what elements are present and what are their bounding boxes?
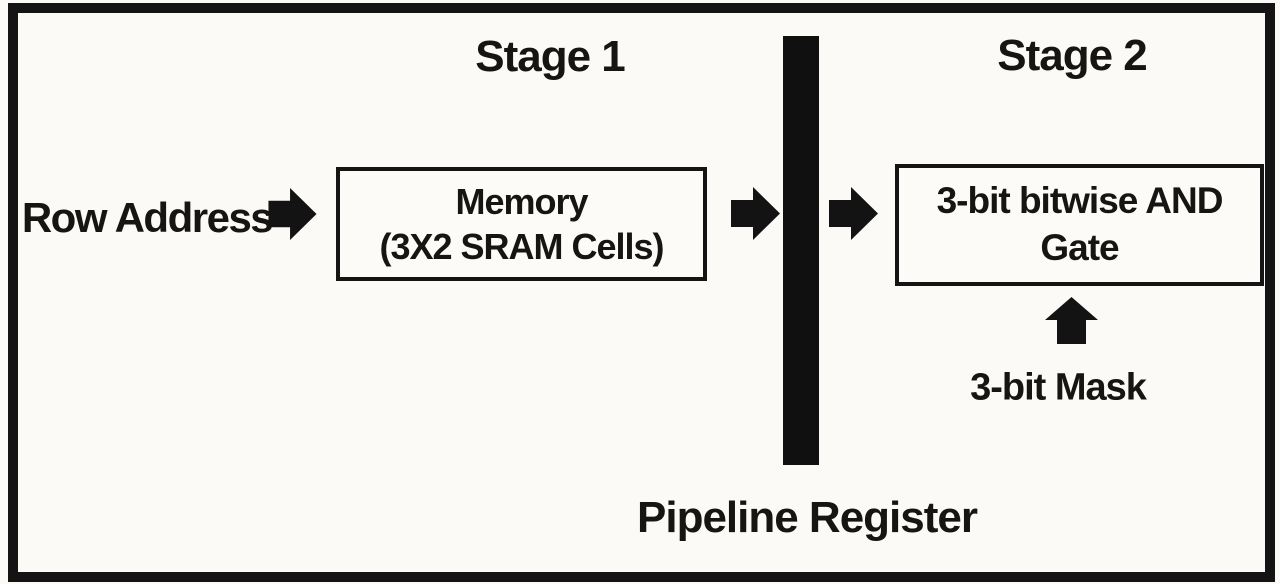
arrow-right-icon — [731, 187, 780, 240]
and-gate-box-line1: 3-bit bitwise AND — [936, 180, 1224, 222]
mask-label: 3-bit Mask — [970, 366, 1147, 409]
arrow-up-icon — [1045, 297, 1098, 344]
arrow-right-icon — [268, 188, 317, 240]
arrow-right-icon — [829, 187, 878, 240]
outer-frame — [8, 3, 1275, 582]
row-address-label: Row Address — [21, 194, 274, 241]
stage1-label: Stage 1 — [475, 32, 626, 81]
memory-box-line2: (3X2 SRAM Cells) — [379, 226, 664, 267]
pipeline-register-label: Pipeline Register — [636, 493, 978, 542]
stage2-label: Stage 2 — [997, 31, 1148, 80]
memory-box: Memory (3X2 SRAM Cells) — [336, 167, 707, 281]
and-gate-box: 3-bit bitwise AND Gate — [895, 164, 1264, 286]
pipeline-register-bar — [783, 36, 819, 465]
and-gate-box-line2: Gate — [1040, 227, 1119, 268]
memory-box-line1: Memory — [455, 180, 588, 222]
